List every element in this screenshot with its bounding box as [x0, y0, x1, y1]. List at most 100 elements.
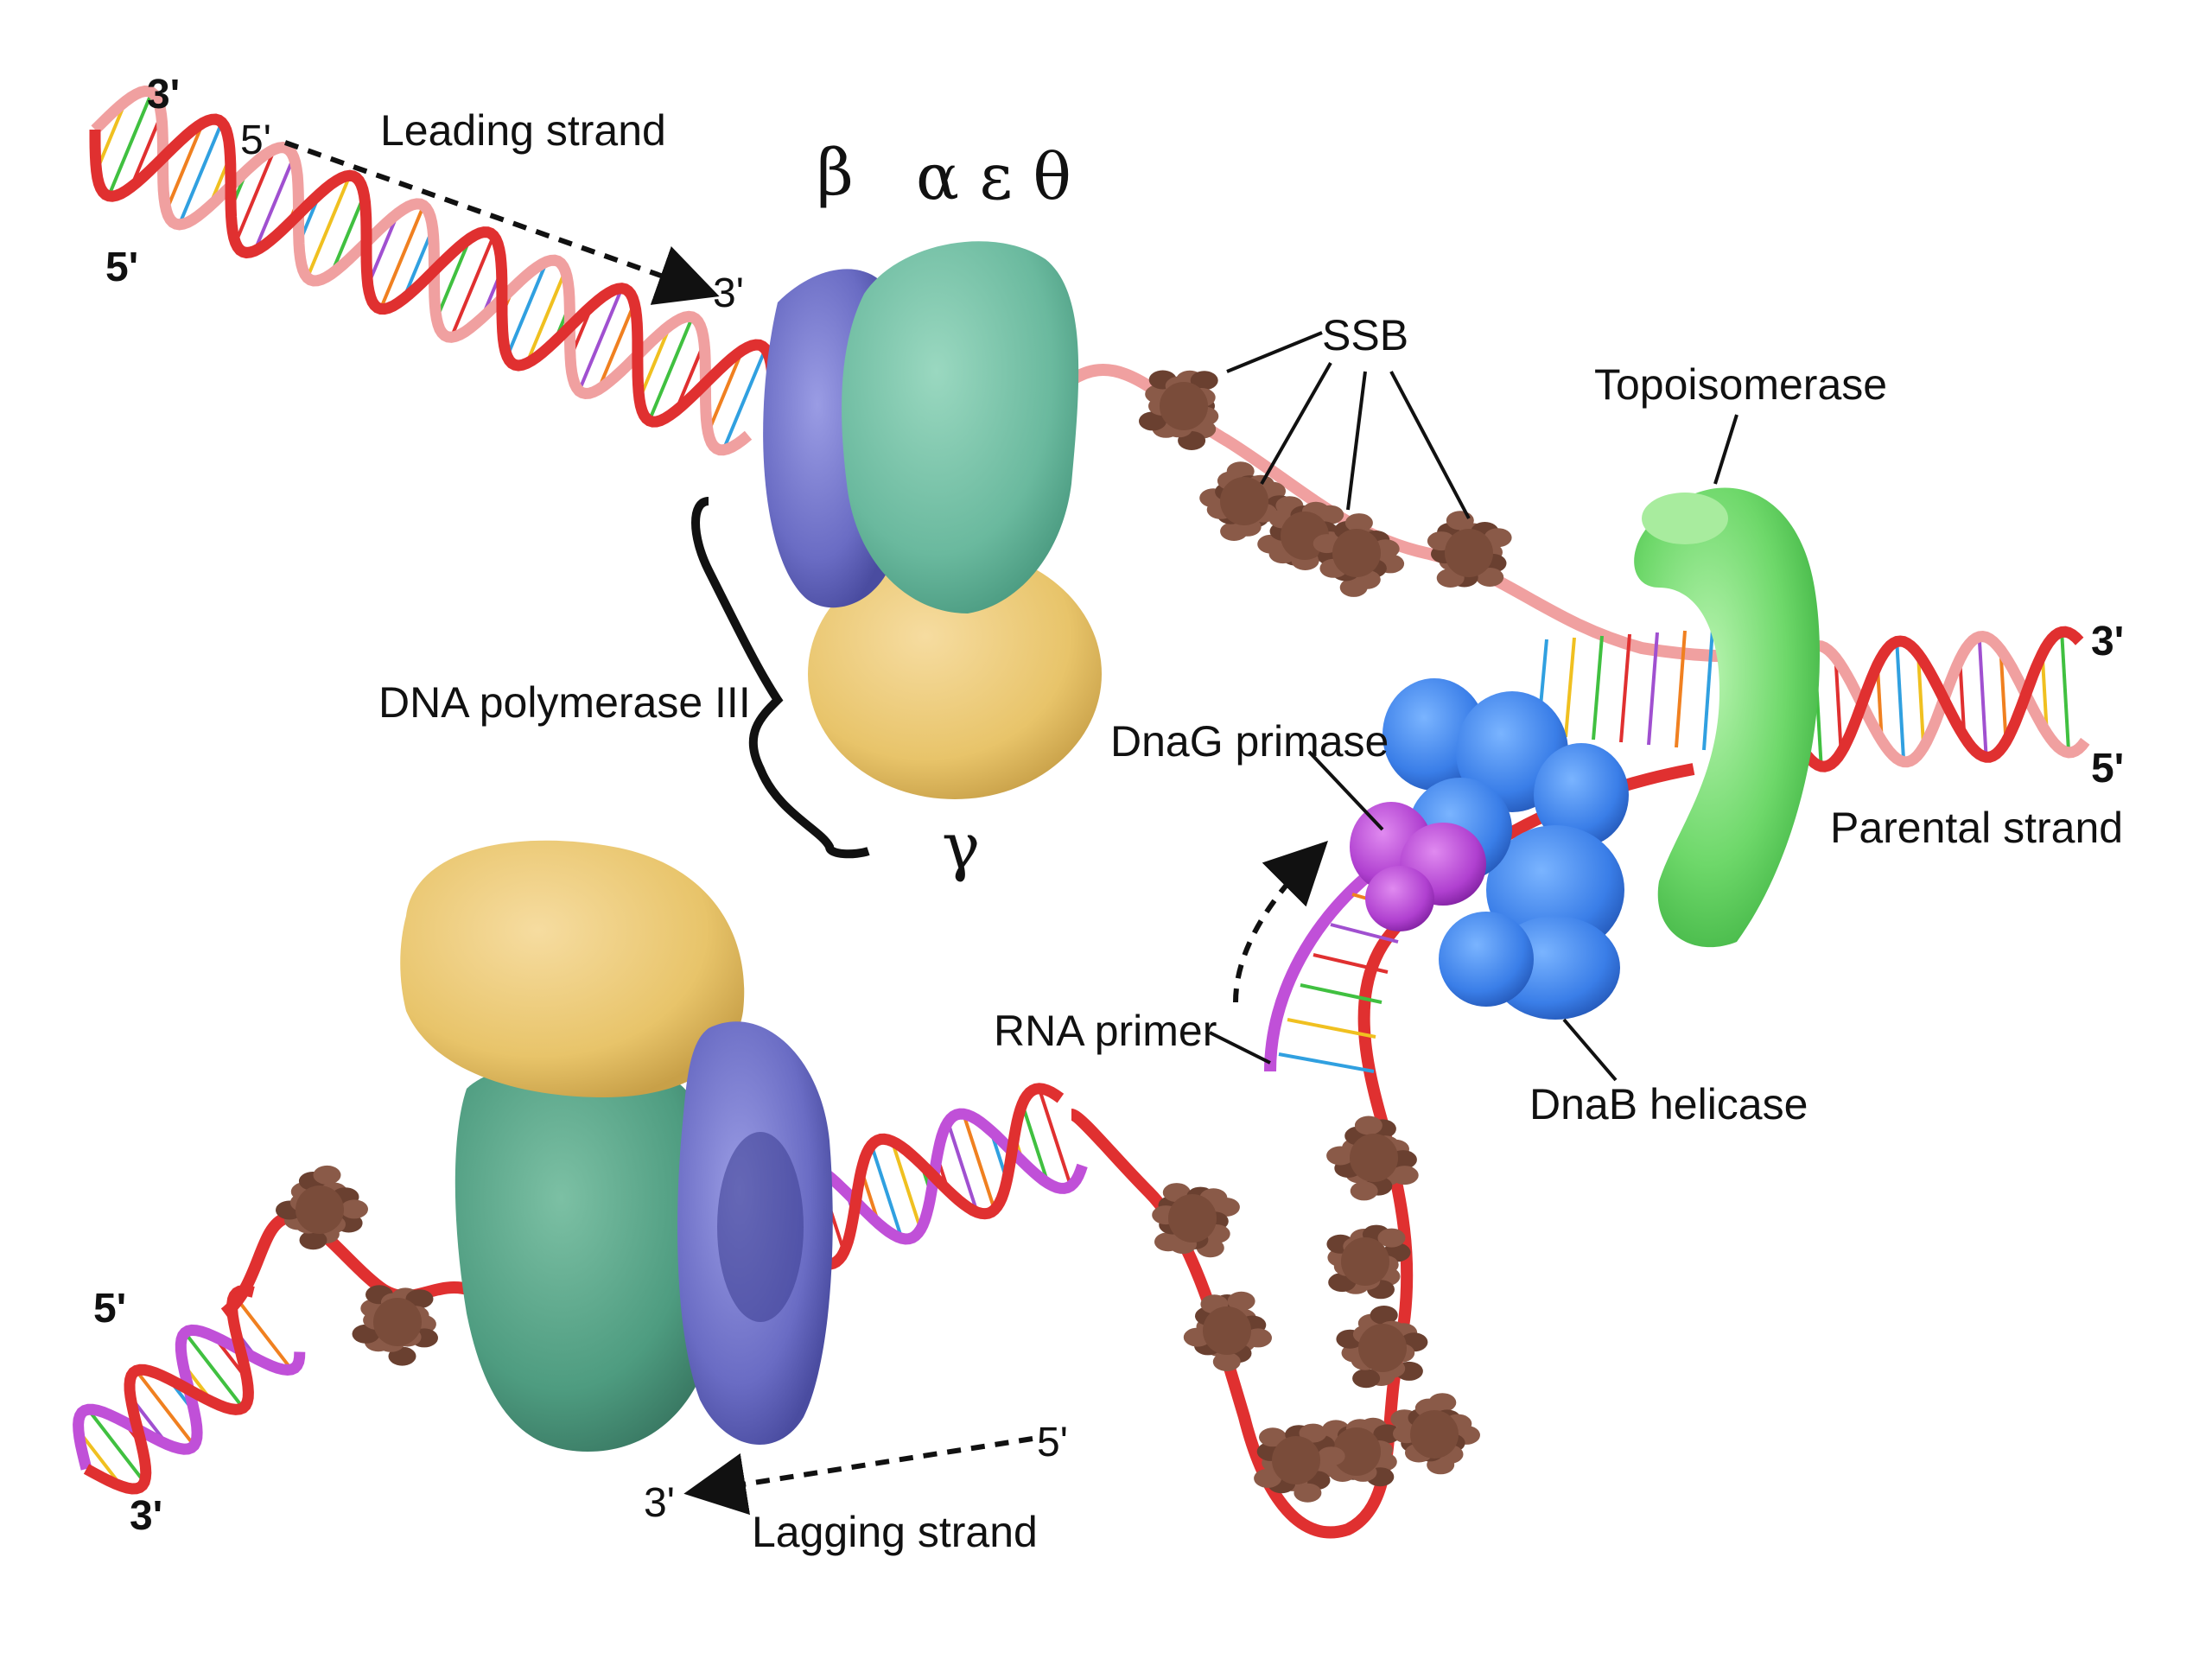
- ssb-protein: [1183, 1291, 1272, 1371]
- leading-base-pair: [449, 235, 496, 339]
- parental-base-pair: [1999, 650, 2008, 742]
- alpha-epsilon-theta-lower: [454, 1061, 721, 1452]
- leading-base-pair: [305, 175, 352, 279]
- leading-backbone-b: [91, 85, 753, 456]
- leading-base-pair: [721, 348, 767, 451]
- rna-primer-callout-line: [1209, 1031, 1271, 1065]
- ssb-label: SSB: [1322, 311, 1408, 359]
- parental-strand-helix: [1774, 626, 2090, 772]
- helicase-callout-line: [1562, 1018, 1618, 1082]
- primer-direction-arrow: [1233, 841, 1328, 1003]
- lagging-left-base-pair: [183, 1332, 245, 1409]
- ssb-protein: [1326, 1116, 1419, 1201]
- dnag-primase: [1350, 802, 1486, 931]
- lagging-base-pair: [890, 1141, 923, 1230]
- fork-base-pair: [1702, 628, 1714, 751]
- leading-strand-arrow: [283, 140, 720, 305]
- leading-base-pair: [106, 92, 154, 197]
- end-leading-left-5: 5': [105, 245, 138, 290]
- end-lagging-arrow-5: 5': [1037, 1420, 1068, 1465]
- leading-base-pair: [402, 228, 435, 300]
- upper-polymerase: [763, 241, 1102, 799]
- parental-base-pair: [2040, 653, 2049, 734]
- primer-base-pair: [1278, 1052, 1375, 1073]
- primase-callout-line: [1307, 750, 1384, 831]
- primer-base-pair: [1313, 953, 1389, 974]
- leading-base-pair: [706, 349, 744, 434]
- end-lagging-left-5: 5': [93, 1286, 126, 1332]
- leading-base-pair: [435, 238, 472, 320]
- parental-backbone-b: [1774, 631, 2090, 768]
- end-parental-5: 5': [2091, 746, 2124, 791]
- lagging-strand-arrow: [683, 1436, 1033, 1516]
- topoisomerase-callout-line: [1713, 414, 1738, 485]
- end-leading-top-3: 3': [147, 72, 180, 118]
- lagging-left-base-pair: [86, 1408, 146, 1484]
- ssb-protein: [1139, 370, 1219, 450]
- leading-base-pair: [647, 316, 695, 422]
- leading-base-pair: [329, 194, 366, 275]
- lagging-base-pair: [946, 1122, 979, 1213]
- dnab-helicase-label: DnaB helicase: [1529, 1080, 1808, 1128]
- alpha-epsilon-theta-upper: [842, 241, 1079, 613]
- fork-base-pair: [1592, 635, 1604, 741]
- lagging-left-backbone-b: [73, 1324, 306, 1471]
- leading-base-pair: [177, 121, 224, 226]
- ssb-protein: [1390, 1393, 1480, 1475]
- parental-base-pair: [2060, 632, 2071, 753]
- parental-base-pair: [1958, 658, 1967, 738]
- lagging-left-helix: [73, 1284, 306, 1495]
- fork-base-pair: [1619, 633, 1631, 743]
- leading-base-pair: [577, 287, 624, 392]
- gamma-subunit-lower: [400, 840, 745, 1097]
- leading-base-pair: [164, 122, 205, 212]
- fork-base-pair: [1564, 637, 1576, 738]
- ssb-callout-lines: [1226, 331, 1471, 519]
- parental-strand-label: Parental strand: [1830, 804, 2123, 852]
- ssb-protein: [1254, 1423, 1345, 1503]
- lagging-left-base-pair: [77, 1429, 124, 1488]
- topoisomerase: [1634, 487, 1820, 948]
- leading-base-pair: [233, 148, 276, 244]
- ssb-protein: [1152, 1183, 1240, 1258]
- beta-label: β: [817, 136, 854, 210]
- ssb-protein: [276, 1165, 368, 1250]
- ssb-protein: [1427, 511, 1512, 588]
- parental-base-pair: [1834, 658, 1843, 753]
- dna-polymerase-label: DNA polymerase III: [378, 678, 751, 727]
- leading-base-pair: [365, 212, 400, 286]
- rna-primer-label: RNA primer: [994, 1007, 1217, 1055]
- topoisomerase-label: Topoisomerase: [1594, 360, 1887, 409]
- lagging-left-backbone-a: [83, 1284, 255, 1495]
- fork-base-pair: [1647, 632, 1659, 746]
- leading-base-pair: [638, 324, 672, 400]
- ssb-protein: [1336, 1306, 1428, 1389]
- primer-base-pair: [1330, 923, 1399, 944]
- ssb-protein: [1313, 513, 1405, 597]
- end-leading-top-5: 5': [240, 118, 271, 163]
- parental-base-pair: [1916, 653, 1926, 747]
- primer-base-pair: [1287, 1018, 1376, 1039]
- polymerase-bracket: [691, 497, 870, 859]
- ssb-proteins: [276, 370, 1512, 1503]
- lagging-left-base-pair: [232, 1294, 293, 1371]
- leading-base-pair: [252, 156, 296, 252]
- gamma-label: γ: [942, 810, 980, 884]
- parental-base-pair: [1895, 641, 1906, 762]
- parental-base-pair: [1977, 636, 1988, 758]
- lagging-base-pair: [1037, 1088, 1073, 1187]
- leading-base-pair: [378, 205, 426, 310]
- end-lagging-left-3: 3': [130, 1493, 162, 1539]
- lower-polymerase: [400, 840, 833, 1452]
- parental-base-pair: [1875, 664, 1884, 741]
- lagging-backbone-a: [773, 1083, 1065, 1270]
- lagging-left-base-pair: [135, 1370, 196, 1447]
- lagging-base-pair: [962, 1113, 996, 1211]
- leading-base-pair: [596, 302, 636, 391]
- dnag-primase-label: DnaG primase: [1110, 717, 1389, 766]
- end-parental-3: 3': [2091, 619, 2124, 664]
- fork-base-pair: [1675, 630, 1687, 748]
- ssb-protein: [1326, 1224, 1411, 1300]
- dnab-helicase: [1382, 678, 1629, 1020]
